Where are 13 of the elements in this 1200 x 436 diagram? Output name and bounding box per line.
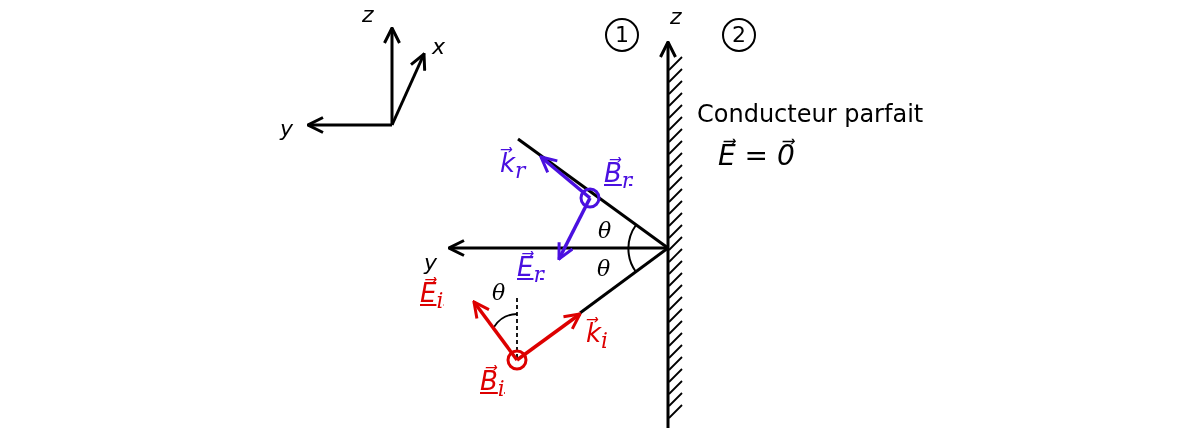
axis-label: y (280, 118, 294, 140)
angle-label: θ (598, 220, 612, 242)
angle-label: θ (597, 258, 611, 280)
region-number: 1 (615, 24, 629, 46)
axis-label: z (670, 6, 682, 28)
material-label: Conducteur parfait (697, 102, 924, 126)
region-number: 2 (732, 24, 746, 46)
axis-label: z (362, 4, 374, 26)
region-number-circle (722, 18, 756, 52)
axis-label: x (432, 36, 446, 58)
region-number-circle (605, 18, 639, 52)
axis-label: y (424, 252, 438, 274)
angle-label: θ (492, 282, 506, 304)
